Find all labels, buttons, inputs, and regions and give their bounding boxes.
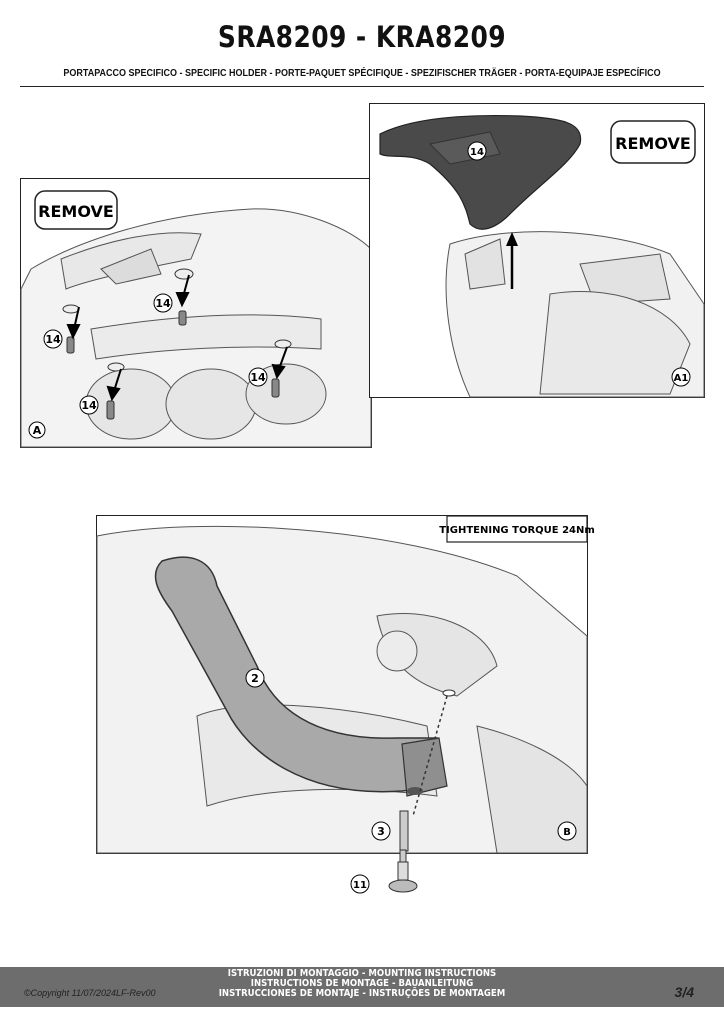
part-number-2: 2 <box>251 672 259 685</box>
panel-label: A1 <box>674 373 689 384</box>
torque-note: TIGHTENING TORQUE 24Nm <box>439 525 595 536</box>
panel-label: A <box>33 424 42 437</box>
remove-callout: REMOVE <box>615 134 691 153</box>
header-rule <box>20 86 704 87</box>
footer-line-1: ISTRUZIONI DI MONTAGGIO - MOUNTING INSTR… <box>227 968 497 979</box>
part-number-3: 3 <box>377 825 385 838</box>
document-title: SRA8209 - KRA8209 <box>217 20 507 54</box>
document-subtitle: PORTAPACCO SPECIFICO - SPECIFIC HOLDER -… <box>63 68 661 79</box>
part-number-14: 14 <box>250 371 266 384</box>
panel-b-drawing: 2 3 TIGHTENING TORQUE 24Nm B <box>96 515 595 854</box>
panel-label: B <box>563 827 571 838</box>
copyright: ©Copyright 11/07/2024LF-Rev00 <box>24 988 156 998</box>
bolt-11-drawing: 11 <box>350 849 418 894</box>
panel-a: 14 14 14 14 REMOVE A <box>20 178 372 448</box>
panel-b: 2 3 TIGHTENING TORQUE 24Nm B <box>96 515 595 854</box>
footer-instructions: ISTRUZIONI DI MONTAGGIO - MOUNTING INSTR… <box>36 969 688 999</box>
panel-a-drawing: 14 14 14 14 REMOVE A <box>20 190 372 448</box>
footer-line-3: INSTRUCCIONES DE MONTAJE - INSTRUÇÕES DE… <box>218 988 506 999</box>
part-number-14: 14 <box>45 333 61 346</box>
footer-line-2: INSTRUCTIONS DE MONTAGE - BAUANLEITUNG <box>250 978 474 989</box>
part-number-14: 14 <box>155 297 171 310</box>
part-number-11: 11 <box>353 880 367 891</box>
footer: ISTRUZIONI DI MONTAGGIO - MOUNTING INSTR… <box>0 967 724 1007</box>
page-number: 3/4 <box>674 984 694 1000</box>
part-number-14: 14 <box>81 399 97 412</box>
panel-a1-drawing: 14 REMOVE A1 <box>379 114 705 398</box>
remove-callout: REMOVE <box>38 202 114 221</box>
part-number-14: 14 <box>470 147 484 158</box>
panel-a1: 14 REMOVE A1 <box>369 103 705 398</box>
